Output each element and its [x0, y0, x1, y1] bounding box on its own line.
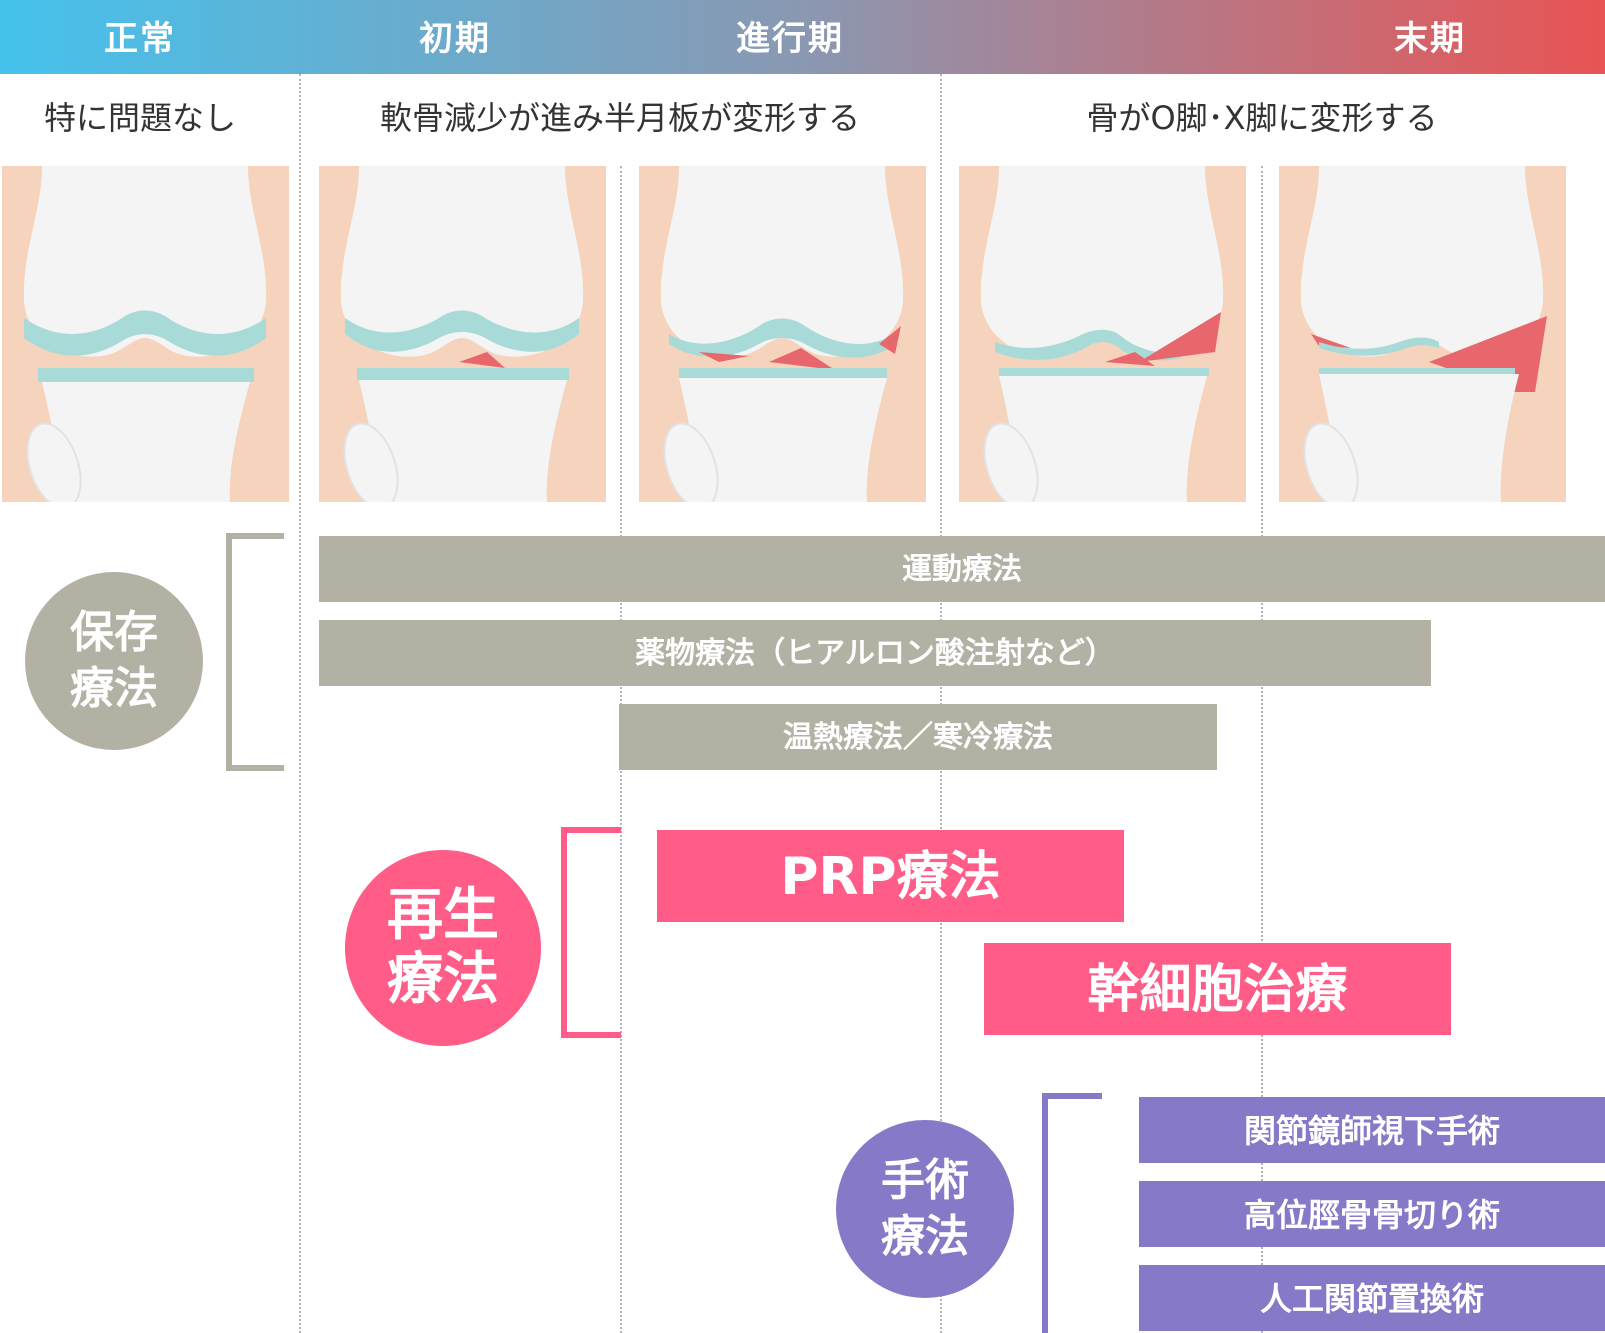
- knee-illustration-normal: [2, 166, 289, 502]
- treatment-joint-replacement: 人工関節置換術: [1139, 1265, 1605, 1331]
- description-normal: 特に問題なし: [44, 92, 236, 144]
- treatment-prp-therapy: PRP療法: [657, 830, 1124, 922]
- regenerative-circle-line1: 再生: [387, 884, 499, 948]
- knee-illustration-advanced: [959, 166, 1246, 502]
- stage-normal: 正常: [104, 0, 176, 74]
- stage-terminal: 末期: [1394, 0, 1466, 74]
- description-early-progressive: 軟骨減少が進み半月板が変形する: [380, 92, 860, 144]
- treatment-thermal-cold-therapy: 温熱療法／寒冷療法: [619, 704, 1217, 770]
- surgical-therapy-circle: 手術 療法: [836, 1120, 1014, 1298]
- regenerative-therapy-circle: 再生 療法: [345, 850, 541, 1046]
- conservative-therapy-circle: 保存 療法: [25, 572, 203, 750]
- stage-header-bar: 正常 初期 進行期 末期: [0, 0, 1605, 74]
- knee-illustration-terminal: [1279, 166, 1566, 502]
- treatment-arthroscopic-surgery: 関節鏡師視下手術: [1139, 1097, 1605, 1163]
- surgical-bracket: [1042, 1093, 1102, 1333]
- conservative-bracket: [226, 533, 284, 771]
- treatment-stem-cell-therapy: 幹細胞治療: [984, 943, 1451, 1035]
- knee-illustration-progressive: [639, 166, 926, 502]
- treatment-high-tibial-osteotomy: 高位脛骨骨切り術: [1139, 1181, 1605, 1247]
- treatment-medication-therapy: 薬物療法（ヒアルロン酸注射など）: [319, 620, 1431, 686]
- stage-progressive: 進行期: [736, 0, 844, 74]
- regenerative-circle-line2: 療法: [387, 948, 499, 1012]
- conservative-circle-line2: 療法: [70, 661, 158, 717]
- description-terminal: 骨がO脚･X脚に変形する: [1086, 92, 1437, 144]
- surgical-circle-line2: 療法: [881, 1209, 969, 1265]
- conservative-circle-line1: 保存: [70, 605, 158, 661]
- divider-line: [299, 74, 301, 1333]
- surgical-circle-line1: 手術: [881, 1153, 969, 1209]
- regenerative-bracket: [561, 827, 621, 1038]
- knee-illustration-early: [319, 166, 606, 502]
- treatment-exercise-therapy: 運動療法: [319, 536, 1605, 602]
- stage-early: 初期: [419, 0, 491, 74]
